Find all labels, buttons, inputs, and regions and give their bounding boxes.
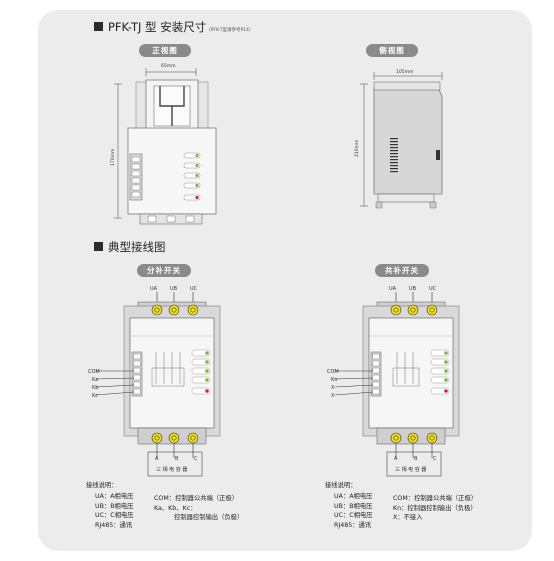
split-top-terminal: UC [190,286,198,292]
front-view-drawing [114,68,217,225]
legend-right-title: 接线说明： [325,482,357,489]
split-bottom-terminal: B [175,456,179,462]
legend-left-title: 接线说明： [86,482,118,489]
legend-left-col2: COM：控制器公共端（正极） Ka、Kb、Kc： 控制器控制输出（负极） [154,494,243,523]
legend-left-col1: UA：A相电压 UB：B相电压 UC：C相电压 RJ485：通讯 [95,492,134,530]
split-capacitor-label: 三 相 电 容 器 [156,467,188,473]
split-top-terminal: UB [170,286,178,292]
common-pill: 共补开关 [375,264,429,277]
legend-item: UB：B相电压 [334,502,373,510]
common-bottom-terminal: A [394,456,398,462]
side-view-drawing [360,72,443,209]
split-top-terminal: UA [150,286,158,292]
legend-item: COM：控制器公共端（正极） [154,495,239,502]
common-top-terminal: UA [389,286,397,292]
legend-item: UC：C相电压 [95,512,134,520]
common-bottom-terminal: C [433,456,437,462]
section-bullet [94,22,103,31]
front-view-pill: 正视图 [139,44,191,57]
split-bottom-terminal: C [194,456,198,462]
split-side-label: COM [88,369,100,375]
section-bullet [94,242,103,251]
common-side-label: COM [327,369,339,375]
legend-item: COM：控制器公共端（正极） [393,495,478,502]
split-side-label: Kb [92,385,99,391]
common-side-label: X [331,393,335,399]
split-side-label: Kc [92,393,99,399]
legend-right-col2: COM：控制器公共端（正极） Kn：控制器控制输出（负极） X：不接入 [393,494,477,523]
common-bottom-terminal: B [414,456,418,462]
legend-item: Kn：控制器控制输出（负极） [393,504,477,512]
split-bottom-terminal: A [155,456,159,462]
install-title: PFK-TJ 型 安装尺寸（PFK-T型请参考P14） [108,20,254,34]
legend-item: RJ485：通讯 [95,521,133,529]
legend-item: X：不接入 [393,514,423,522]
wiring-title: 典型接线图 [108,240,166,254]
common-top-terminal: UB [409,286,417,292]
legend-item: Ka、Kb、Kc： [154,504,197,512]
side-width-label: 105mm [396,70,414,75]
common-side-label: Kn [331,377,338,383]
side-view-pill: 侧视图 [366,44,418,57]
legend-item: 控制器控制输出（负极） [174,514,244,522]
common-device-drawing [335,292,460,477]
split-pill: 分补开关 [137,264,191,277]
legend-item: UA：A相电压 [334,493,373,500]
common-side-label: X [331,385,335,391]
legend-item: UC：C相电压 [334,512,373,520]
common-capacitor-label: 三 相 电 容 器 [395,467,427,473]
legend-item: UB：B相电压 [95,502,134,510]
split-side-label: Ka [92,377,99,383]
background-panel [38,10,532,551]
split-device-drawing [96,292,221,477]
legend-item: UA：A相电压 [95,493,134,500]
legend-right-col1: UA：A相电压 UB：B相电压 UC：C相电压 RJ485：通讯 [334,492,373,530]
install-subtitle: （PFK-T型请参考P14） [206,28,254,33]
front-width-label: 65mm [161,64,176,69]
common-top-terminal: UC [429,286,437,292]
legend-item: RJ485：通讯 [334,521,372,529]
